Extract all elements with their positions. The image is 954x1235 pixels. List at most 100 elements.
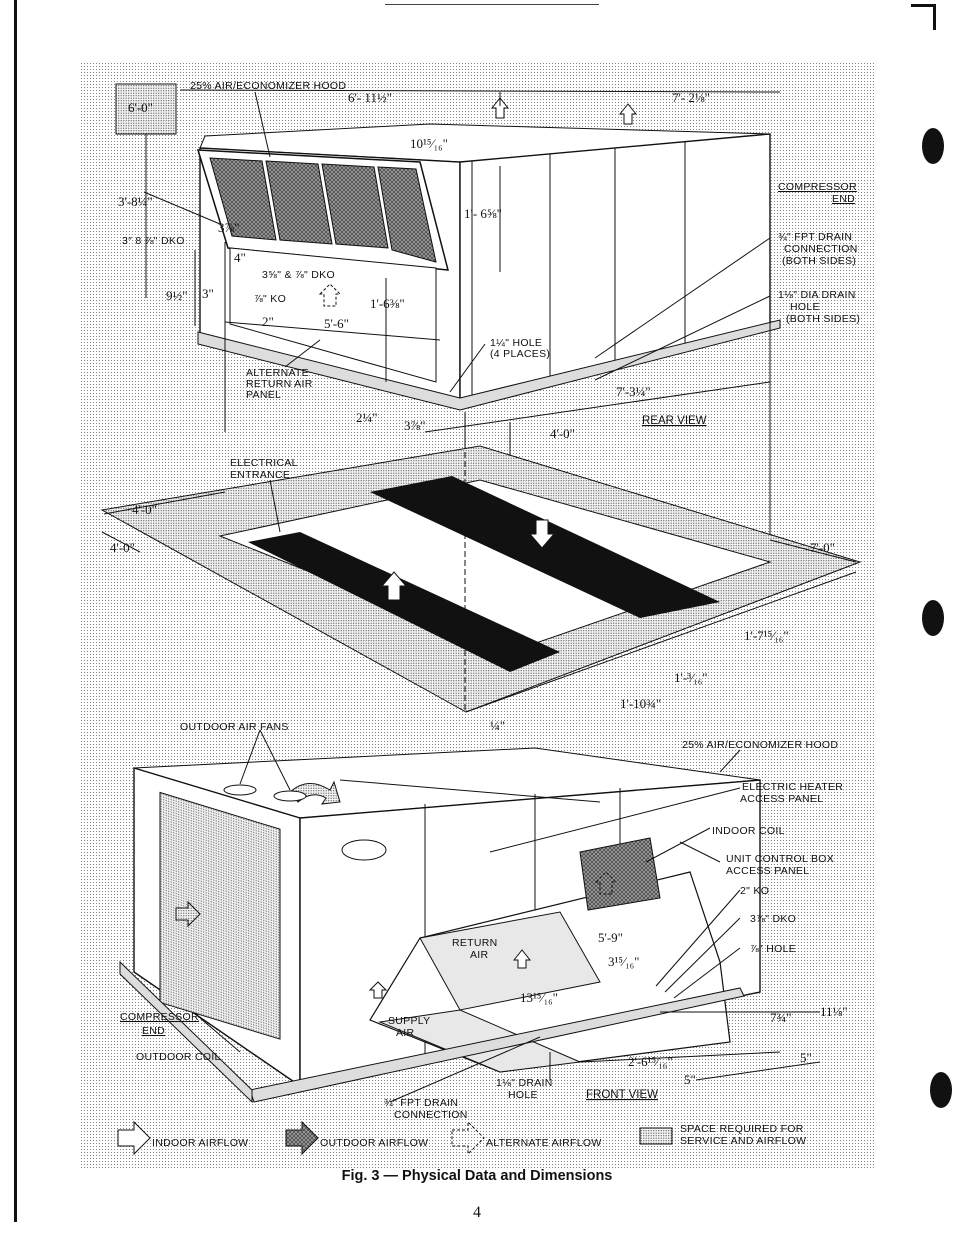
drain-conn-line-3: (BOTH SIDES) <box>782 255 856 267</box>
front-compressor-line-1: COMPRESSOR <box>120 1011 199 1023</box>
front-alt-airflow-arrow <box>594 871 618 895</box>
outdoor-coil <box>159 791 281 1040</box>
fpt-drain-line-1: ¾" FPT DRAIN <box>384 1097 458 1109</box>
front-dim-3-15: 3¹⁵⁄₁₆" <box>608 954 639 969</box>
legend-space-swatch <box>639 1127 673 1145</box>
front-view-unit <box>119 729 821 1104</box>
floor-dim-4-0-b: 4'-0" <box>110 540 135 555</box>
outdoor-fan-1 <box>223 784 257 796</box>
floor-dim-7-0: 7'-0" <box>810 540 835 555</box>
rear-dim-4-0: 4'-0" <box>550 426 575 441</box>
heater-line-1: ELECTRIC HEATER <box>742 781 843 793</box>
ko-2-label: 2" KO <box>740 885 769 897</box>
binder-hole-3 <box>930 1072 952 1108</box>
legend-alternate-label: ALTERNATE AIRFLOW <box>486 1137 602 1149</box>
rear-view-unit <box>115 83 781 552</box>
indoor-coil-label: INDOOR COIL <box>712 825 785 837</box>
drain-hole-line-3: (BOTH SIDES) <box>786 313 860 325</box>
clearance-box <box>115 83 177 135</box>
rear-dim-3-7: 3⅞" <box>218 220 240 235</box>
alternate-panel-line-1: ALTERNATE <box>246 367 309 379</box>
rear-dim-10-15: 10¹⁵⁄₁₆" <box>410 136 448 151</box>
legend <box>117 1120 673 1156</box>
top-airflow-arrow-1 <box>490 97 510 119</box>
outdoor-coil-label: OUTDOOR COIL <box>136 1051 221 1063</box>
supply-duct-opening <box>370 476 720 618</box>
alternate-panel-line-2: RETURN AIR <box>246 378 313 390</box>
rear-dim-2-1: 2¼" <box>356 410 378 425</box>
rear-dim-5-6: 5'-6" <box>324 316 349 331</box>
binder-hole-1 <box>922 128 944 164</box>
rear-dko-label-2: 3⅝" & ⅞" DKO <box>262 269 335 281</box>
supply-air-line-1: SUPPLY <box>388 1015 430 1027</box>
front-base-rail <box>249 987 745 1103</box>
drain-conn-line-2: CONNECTION <box>784 243 858 255</box>
rear-dim-7-3: 7'-3¼" <box>616 384 651 399</box>
hood-screen-4 <box>377 166 437 263</box>
rear-ko-label: ⅞" KO <box>254 293 286 305</box>
dko-label: 3⅞" DKO <box>750 913 796 925</box>
return-up-arrow <box>380 571 408 601</box>
control-box-line-2: ACCESS PANEL <box>726 865 809 877</box>
front-dim-7-3-4: 7¾" <box>770 1010 792 1025</box>
front-view-title: FRONT VIEW <box>586 1089 658 1101</box>
front-dim-5-a: 5" <box>800 1050 812 1065</box>
legend-space-line-1: SPACE REQUIRED FOR <box>680 1123 804 1135</box>
left-margin-rule <box>14 0 17 1222</box>
drain-hole-line-1: 1⅛" DIA DRAIN <box>778 289 856 301</box>
rear-base-rail <box>197 319 781 411</box>
rear-view-title: REAR VIEW <box>642 415 707 427</box>
rear-dim-9-5: 9½" <box>166 288 188 303</box>
return-air-arrow <box>512 949 532 969</box>
electrical-entrance-line-2: ENTRANCE <box>230 469 290 481</box>
rear-dim-3-8: 3'-8¼" <box>118 194 153 209</box>
page-number: 4 <box>473 1204 481 1221</box>
legend-indoor-arrow-icon <box>117 1120 151 1156</box>
rear-dim-6-11: 6'- 11½" <box>348 90 392 105</box>
rear-dim-1-6-3: 1'-6⅜" <box>370 296 405 311</box>
rear-dim-7-2: 7'- 2⅛" <box>672 90 710 105</box>
indoor-coil <box>579 837 661 911</box>
front-hood-label: 25% AIR/ECONOMIZER HOOD <box>682 739 838 751</box>
rear-dim-4: 4" <box>234 250 246 265</box>
rear-hood-label: 25% AIR/ECONOMIZER HOOD <box>190 80 346 92</box>
front-dim-2-6: 2'-6¹⁵⁄₁₆" <box>628 1054 673 1069</box>
corner-crop-mark <box>911 4 936 30</box>
hole-7-8-label: ⅞" HOLE <box>750 943 796 955</box>
legend-alternate-arrow-icon <box>451 1120 485 1156</box>
legend-outdoor-label: OUTDOOR AIRFLOW <box>320 1137 428 1149</box>
top-rule <box>385 4 599 5</box>
return-air-line-2: AIR <box>470 949 489 961</box>
return-air-line-1: RETURN <box>452 937 498 949</box>
hole-label-1: 1¼" HOLE <box>490 337 542 349</box>
return-opening <box>419 911 601 1011</box>
dimension-diagram: 25% AIR/ECONOMIZER HOOD 6'-0" 6'- 11½" 7… <box>80 62 876 1170</box>
front-dim-13-15: 13¹⁵⁄₁₆" <box>520 990 558 1005</box>
heater-line-2: ACCESS PANEL <box>740 793 823 805</box>
rear-dko-label: 3″ 8 ⅞" DKO <box>122 235 185 247</box>
drain-hole-front-line-2: HOLE <box>508 1089 538 1101</box>
hood-screen-1 <box>209 157 277 241</box>
alternate-return-panel <box>229 247 437 383</box>
access-port <box>341 839 387 861</box>
drain-hole-line-2: HOLE <box>790 301 820 313</box>
outdoor-airflow-arrow <box>175 900 201 928</box>
electrical-entrance-line-1: ELECTRICAL <box>230 457 298 469</box>
outdoor-fans-label: OUTDOOR AIR FANS <box>180 721 289 733</box>
alternate-panel-line-3: PANEL <box>246 389 281 401</box>
front-dim-5-9: 5'-9" <box>598 930 623 945</box>
supply-air-line-2: AIR <box>396 1027 415 1039</box>
floor-dim-1-7: 1'-7¹⁵⁄₁₆" <box>744 628 789 643</box>
compressor-end-line-2: END <box>832 193 855 205</box>
drain-hole-front-line-1: 1⅛" DRAIN <box>496 1077 553 1089</box>
drain-conn-line-1: ¾" FPT DRAIN <box>778 231 852 243</box>
control-box-line-1: UNIT CONTROL BOX <box>726 853 834 865</box>
rear-dim-1-6-5: 1'- 6⅝" <box>464 206 502 221</box>
return-duct-opening <box>248 532 560 672</box>
floor-dim-1-3: 1'-³⁄₁₆" <box>674 670 708 685</box>
hole-label-2: (4 PLACES) <box>490 348 550 360</box>
binder-hole-2 <box>922 600 944 636</box>
fpt-drain-line-2: CONNECTION <box>394 1109 468 1121</box>
legend-indoor-label: INDOOR AIRFLOW <box>152 1137 248 1149</box>
supply-down-arrow <box>528 519 556 549</box>
